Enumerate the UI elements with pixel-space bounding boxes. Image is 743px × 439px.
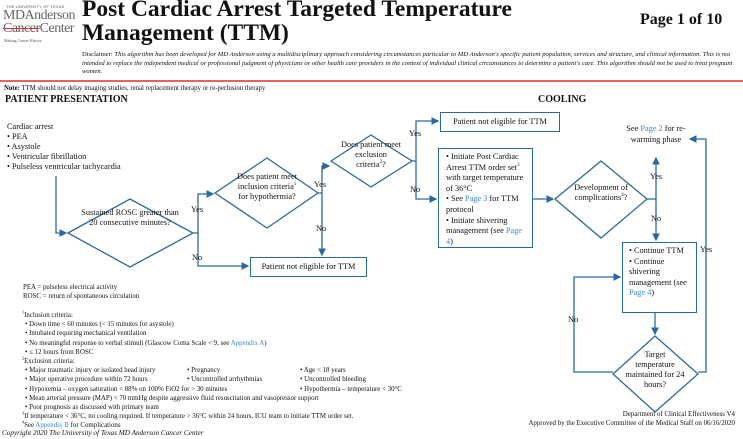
footnotes: 1Inclusion criteria: • Down time < 60 mi… bbox=[22, 309, 402, 430]
list-item: • Continue shivering management (see Pag… bbox=[629, 256, 687, 298]
exclusion-question: Does patient meet exclusion criteria2? bbox=[341, 140, 401, 169]
rewarming-text: See Page 2 for re-warming phase bbox=[626, 124, 686, 144]
connector bbox=[193, 190, 215, 234]
not-eligible-box: Patient not eligible for TTM bbox=[250, 257, 367, 277]
header-divider bbox=[0, 80, 743, 82]
yes-label: Yes bbox=[314, 180, 327, 189]
yes-label: Yes bbox=[409, 129, 422, 138]
maintained-question: Target temperature maintained for 24 hou… bbox=[625, 350, 685, 389]
page-title: Post Cardiac Arrest Targeted Temperature… bbox=[82, 0, 512, 46]
page-3-link[interactable]: Page 3 bbox=[465, 194, 488, 204]
maintained-diamond bbox=[612, 335, 699, 413]
logo-tagline: Making Cancer History bbox=[4, 38, 42, 43]
no-label: No bbox=[651, 214, 662, 223]
yes-label: Yes bbox=[191, 205, 204, 214]
presentation-heading: Cardiac arrest bbox=[7, 122, 54, 131]
appendix-a-link[interactable]: Appendix A bbox=[230, 339, 265, 347]
yes-label: Yes bbox=[700, 245, 713, 254]
list-item: • Continue TTM bbox=[629, 246, 684, 255]
copyright: Copyright 2020 The University of Texas M… bbox=[2, 429, 204, 437]
list-item: • Initiate Post Cardiac Arrest TTM order… bbox=[446, 152, 524, 193]
connector bbox=[415, 161, 438, 203]
logo-university: THE UNIVERSITY OF TEXAS bbox=[6, 4, 65, 9]
continue-ttm-box: • Continue TTM • Continue shivering mana… bbox=[622, 242, 697, 313]
logo-cancer: Cancer bbox=[3, 21, 40, 36]
connector bbox=[688, 135, 707, 373]
list-item: • Pulseless ventricular tachycardia bbox=[7, 162, 121, 171]
page-4-link[interactable]: Page 4 bbox=[629, 288, 652, 298]
no-label: No bbox=[192, 253, 203, 262]
no-label: No bbox=[316, 224, 327, 233]
note-text: TTM should not delay imaging studies, re… bbox=[21, 85, 266, 92]
section-patient-presentation: PATIENT PRESENTATION bbox=[5, 94, 128, 105]
disclaimer-text: This algorithm has been developed for MD… bbox=[82, 51, 733, 76]
logo-name: MDAnderson bbox=[3, 8, 76, 23]
rosc-question: Sustained ROSC greater than 20 consecuti… bbox=[81, 208, 179, 227]
note: Note: TTM should not delay imaging studi… bbox=[4, 85, 265, 92]
presentation-list: Cardiac arrest • PEA • Asystole • Ventri… bbox=[7, 122, 121, 172]
page-number: Page 1 of 10 bbox=[640, 11, 723, 28]
complications-question: Development of complications4? bbox=[574, 183, 628, 202]
no-label: No bbox=[568, 315, 579, 324]
inclusion-question: Does patient meet inclusion criteria1 fo… bbox=[237, 172, 297, 201]
list-item: • See Page 3 for TTM protocol bbox=[446, 194, 519, 214]
not-eligible-box-top: Patient not eligible for TTM bbox=[440, 112, 560, 132]
list-item: • Ventricular fibrillation bbox=[7, 152, 87, 161]
page-4-link[interactable]: Page 4 bbox=[446, 226, 523, 246]
connector bbox=[55, 176, 68, 237]
connector bbox=[318, 162, 331, 194]
initiate-ttm-box: • Initiate Post Cardiac Arrest TTM order… bbox=[438, 148, 533, 248]
appendix-b-link[interactable]: Appendix B bbox=[35, 422, 69, 430]
connector bbox=[412, 117, 440, 162]
connector bbox=[573, 273, 622, 373]
connector bbox=[197, 233, 250, 270]
logo-center-word: Center bbox=[39, 21, 75, 36]
list-item: • Initiate shivering management (see Pag… bbox=[446, 215, 523, 246]
disclaimer: Disclaimer: This algorithm has been deve… bbox=[82, 51, 742, 77]
list-item: • Asystole bbox=[7, 142, 41, 151]
yes-label: Yes bbox=[650, 172, 663, 181]
section-cooling: COOLING bbox=[538, 94, 587, 105]
logo-center: CancerCenter bbox=[3, 21, 75, 36]
note-label: Note: bbox=[4, 85, 20, 92]
page-2-link[interactable]: Page 2 bbox=[640, 124, 663, 133]
disclaimer-label: Disclaimer: bbox=[82, 51, 113, 58]
no-label: No bbox=[410, 185, 421, 194]
list-item: • PEA bbox=[7, 132, 28, 141]
